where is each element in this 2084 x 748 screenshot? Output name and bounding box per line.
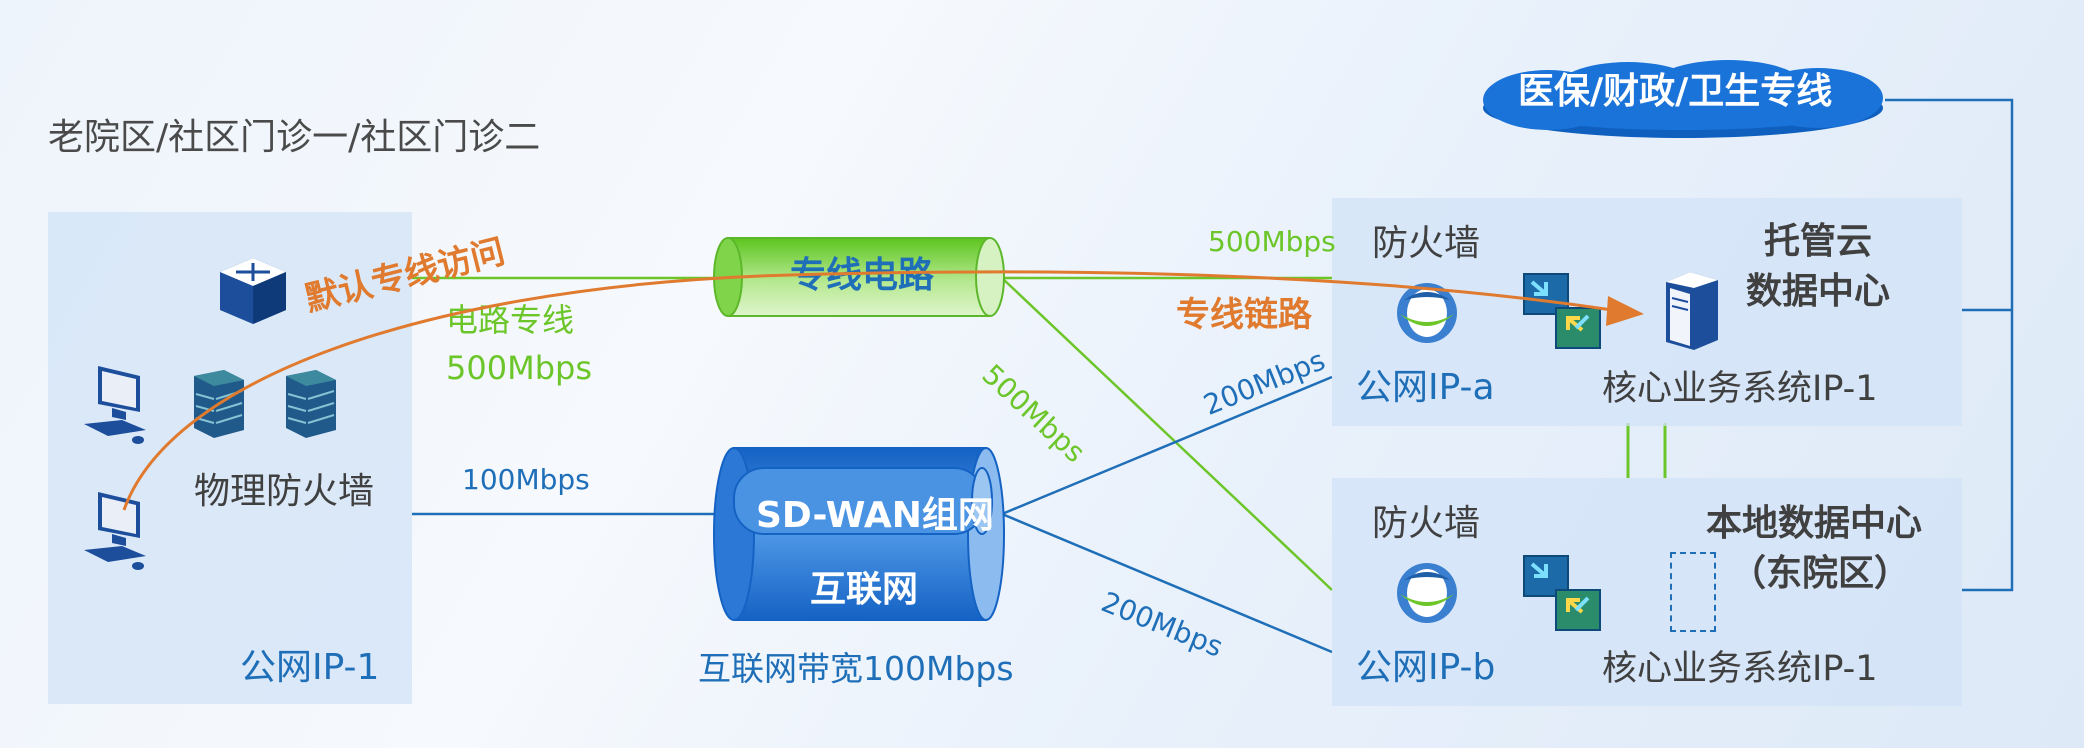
local-title-line1: 本地数据中心 — [1706, 503, 1923, 544]
hosted-title-line1: 托管云 — [1764, 221, 1873, 262]
local-system-label: 核心业务系统IP-1 — [1602, 649, 1878, 689]
hosted-ip-label: 公网IP-a — [1356, 367, 1495, 408]
blue-link-to-b — [1001, 512, 1333, 654]
cloud-shape — [1478, 60, 1888, 140]
firewall-shield-icon — [1392, 278, 1462, 348]
network-switch-icon — [1522, 554, 1602, 634]
dedicated-link-label: 专线链路 — [1176, 295, 1312, 335]
cloud-label: 医保/财政/卫生专线 — [1518, 71, 1833, 112]
hosted-firewall-label: 防火墙 — [1372, 223, 1481, 264]
hosted-system-label: 核心业务系统IP-1 — [1602, 369, 1878, 409]
green-link-diag — [1001, 277, 1333, 591]
circuit-speed-label: 500Mbps — [446, 349, 592, 387]
hosted-title-line2: 数据中心 — [1746, 271, 1891, 312]
sdwan-tube-top-label: SD-WAN组网 — [756, 495, 994, 536]
local-firewall-label: 防火墙 — [1372, 503, 1481, 544]
sdwan-tube-bottom-label: 互联网 — [810, 569, 919, 610]
site-title: 老院区/社区门诊一/社区门诊二 — [48, 117, 541, 158]
blue-link-to-a — [1001, 375, 1333, 516]
sdwan-tube — [712, 446, 1006, 622]
left-site-ip-label: 公网IP-1 — [240, 647, 380, 688]
server-placeholder — [1670, 552, 1716, 632]
computer-icon — [80, 488, 150, 574]
local-title-line2: （东院区） — [1730, 553, 1911, 594]
network-switch-icon — [1522, 272, 1602, 352]
blue-left-speed: 100Mbps — [462, 463, 590, 496]
sdwan-bandwidth-label: 互联网带宽100Mbps — [698, 649, 1014, 688]
physical-firewall-label: 物理防火墙 — [194, 471, 375, 512]
green-speed-top: 500Mbps — [1208, 225, 1336, 258]
switch-icon — [216, 254, 290, 328]
computer-icon — [80, 362, 150, 448]
firewall-brick-icon — [282, 366, 340, 440]
local-ip-label: 公网IP-b — [1356, 647, 1496, 688]
circuit-label: 电路专线 — [446, 301, 575, 339]
server-icon — [1662, 268, 1722, 352]
cloud-link-line — [1885, 98, 2014, 592]
firewall-shield-icon — [1392, 558, 1462, 628]
